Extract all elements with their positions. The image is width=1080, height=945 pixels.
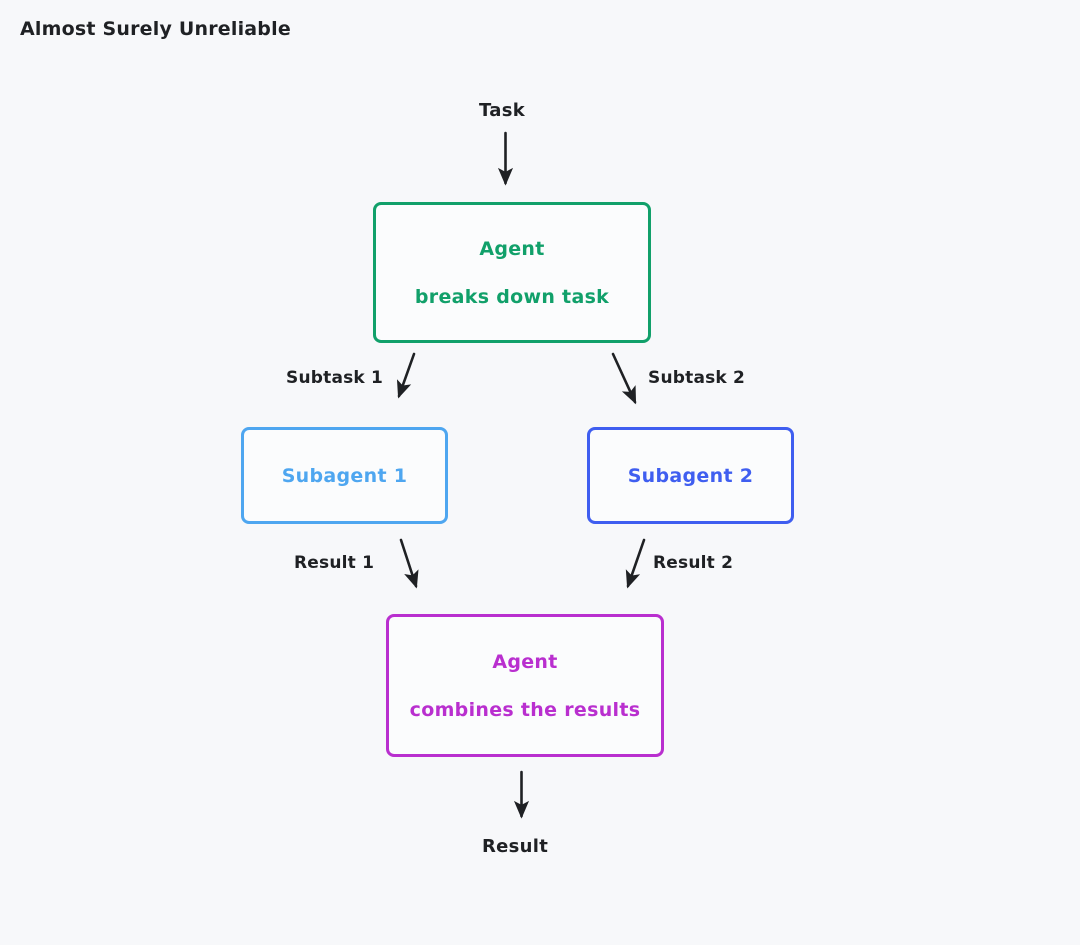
edge-label-subtask-2: Subtask 2	[648, 368, 746, 388]
entry-label-task: Task	[479, 100, 525, 121]
edge-label-subtask-1: Subtask 1	[286, 368, 384, 388]
node-agent-split-line-2: breaks down task	[414, 285, 610, 308]
edge-label-result-1: Result 1	[294, 553, 375, 573]
node-agent-combine-line-1: Agent	[492, 650, 558, 673]
node-subagent-2[interactable]: Subagent 2	[587, 427, 794, 524]
edge-agent-to-subagent-2	[611, 352, 637, 405]
node-subagent-1[interactable]: Subagent 1	[241, 427, 448, 524]
node-agent-combine-line-2: combines the results	[409, 698, 641, 721]
node-subagent-1-label: Subagent 1	[281, 464, 408, 487]
node-subagent-2-label: Subagent 2	[627, 464, 754, 487]
node-agent-breaks-down-task[interactable]: Agent breaks down task	[373, 202, 651, 343]
edge-label-result-2: Result 2	[653, 553, 734, 573]
page-title: Almost Surely Unreliable	[20, 18, 291, 40]
exit-label-result: Result	[482, 836, 549, 857]
edge-subagent-1-to-combine	[399, 538, 419, 589]
edge-subagent-2-to-combine	[625, 538, 646, 589]
node-agent-combines-results[interactable]: Agent combines the results	[386, 614, 664, 757]
edge-agent-to-subagent-1	[396, 352, 416, 399]
node-agent-split-line-1: Agent	[479, 237, 545, 260]
